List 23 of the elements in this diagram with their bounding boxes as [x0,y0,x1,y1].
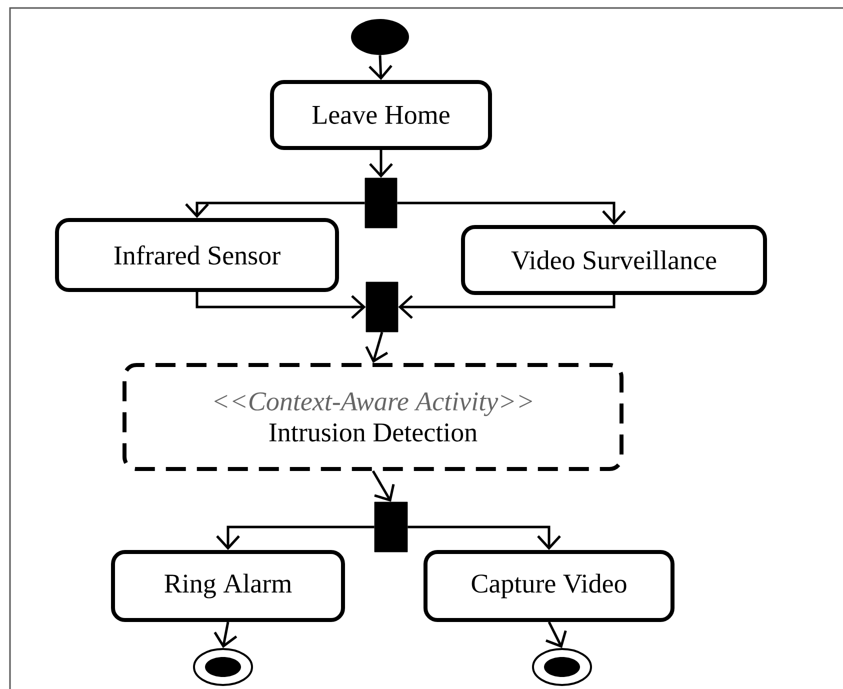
arrow [397,202,626,225]
activity-box: Ring Alarm [111,550,345,622]
arrow [185,202,365,218]
fork-bar [364,178,398,228]
fork-bar [366,282,398,332]
arrow [398,295,616,319]
activity-box: Leave Home [270,80,492,150]
arrow [214,622,238,648]
fork-bar [374,502,408,552]
start-node [351,19,409,55]
activity-box: Infrared Sensor [55,218,339,292]
arrow [408,526,561,550]
arrow [546,621,567,648]
activity-box: <<Context-Aware Activity>> Intrusion Detection [122,363,624,471]
arrow [196,292,366,319]
end-node [532,648,592,686]
arrow [216,526,374,550]
arrow [369,150,393,178]
arrow [372,470,395,502]
end-node [193,648,253,686]
arrow [365,332,388,363]
activity-box: Capture Video [424,550,674,622]
activity-box: Video Surveillance [461,225,767,295]
